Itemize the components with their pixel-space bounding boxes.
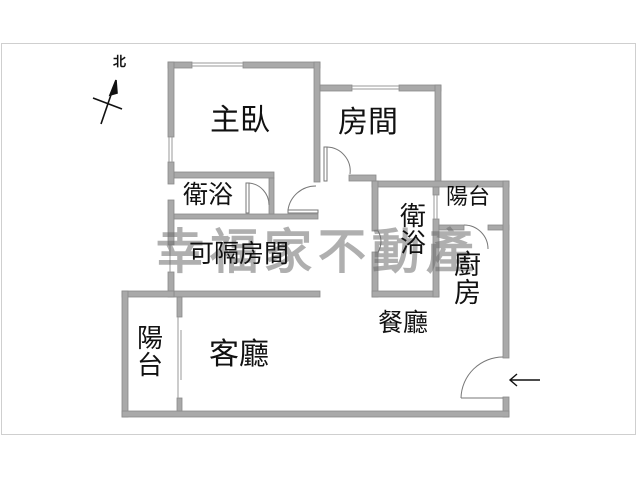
entrance-arrow-icon (508, 373, 540, 387)
room-dining: 餐廳 (378, 308, 429, 337)
room-bathroom-1: 衛浴 (183, 180, 234, 209)
room-flex: 可隔房間 (189, 239, 290, 268)
plan-frame (1, 43, 636, 435)
watermark: 幸福家不動產 (156, 224, 481, 280)
north-arrow-icon (92, 79, 123, 125)
doors (245, 146, 504, 399)
room-balcony-kitchen: 陽台 (446, 185, 491, 210)
room-kitchen: 廚房 (454, 250, 481, 310)
room-bedroom: 房間 (338, 105, 398, 140)
room-living: 客廳 (209, 337, 269, 372)
room-balcony-living: 陽台 (137, 324, 164, 382)
room-bathroom-2: 衛浴 (400, 202, 427, 260)
compass-label: 北 (113, 55, 127, 70)
room-master-bedroom: 主臥 (210, 103, 270, 138)
windows (168, 62, 438, 398)
walls (121, 61, 510, 418)
